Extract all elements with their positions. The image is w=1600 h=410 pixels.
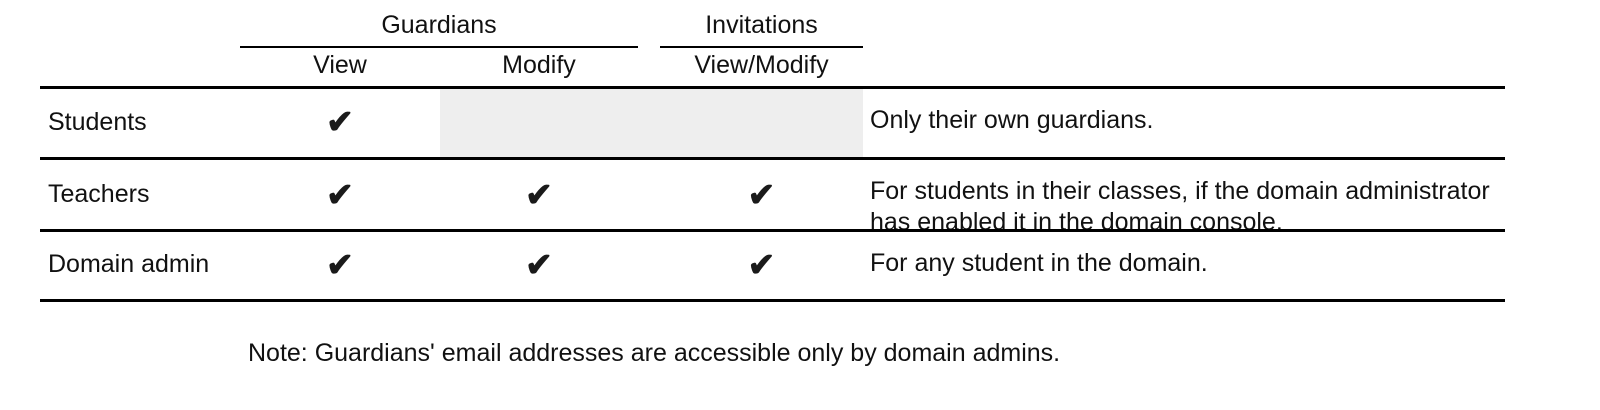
row-description-domain-admin: For any student in the domain. <box>870 249 1208 277</box>
check-icon: ✔ <box>525 176 553 213</box>
row-rule <box>40 157 1505 160</box>
check-icon: ✔ <box>326 246 354 283</box>
table-grid: Guardians Invitations View Modify View/M… <box>40 0 1505 302</box>
check-icon: ✔ <box>747 176 776 213</box>
footnote: Note: Guardians' email addresses are acc… <box>248 339 1061 367</box>
column-group-invitations: Invitations <box>705 11 818 39</box>
disabled-cell-shading <box>440 89 863 157</box>
row-label-domain-admin: Domain admin <box>48 250 210 278</box>
table-bottom-rule <box>40 299 1505 302</box>
table-row: Domain admin ✔ ✔ ✔ For any student in th… <box>40 232 1505 299</box>
check-icon: ✔ <box>326 103 354 140</box>
column-group-guardians: Guardians <box>381 11 497 39</box>
column-header-guardians-view: View <box>313 51 367 79</box>
check-icon: ✔ <box>525 246 553 283</box>
column-header-guardians-modify: Modify <box>502 51 576 79</box>
check-icon: ✔ <box>747 246 776 283</box>
check-icon: ✔ <box>326 176 354 213</box>
table-subheader-row: View Modify View/Modify <box>40 48 1505 86</box>
group-rule-invitations <box>660 46 863 48</box>
table-row: Teachers ✔ ✔ ✔ For students in their cla… <box>40 160 1505 236</box>
table-row: Students ✔ Only their own guardians. <box>40 89 1505 157</box>
column-header-invitations-view-modify: View/Modify <box>694 51 829 79</box>
row-description-students: Only their own guardians. <box>870 106 1154 134</box>
table-group-header-row: Guardians Invitations <box>40 0 1505 48</box>
header-bottom-rule <box>40 86 1505 89</box>
group-rule-guardians <box>240 46 638 48</box>
row-label-students: Students <box>48 108 147 136</box>
row-label-teachers: Teachers <box>48 180 150 208</box>
row-rule <box>40 229 1505 232</box>
